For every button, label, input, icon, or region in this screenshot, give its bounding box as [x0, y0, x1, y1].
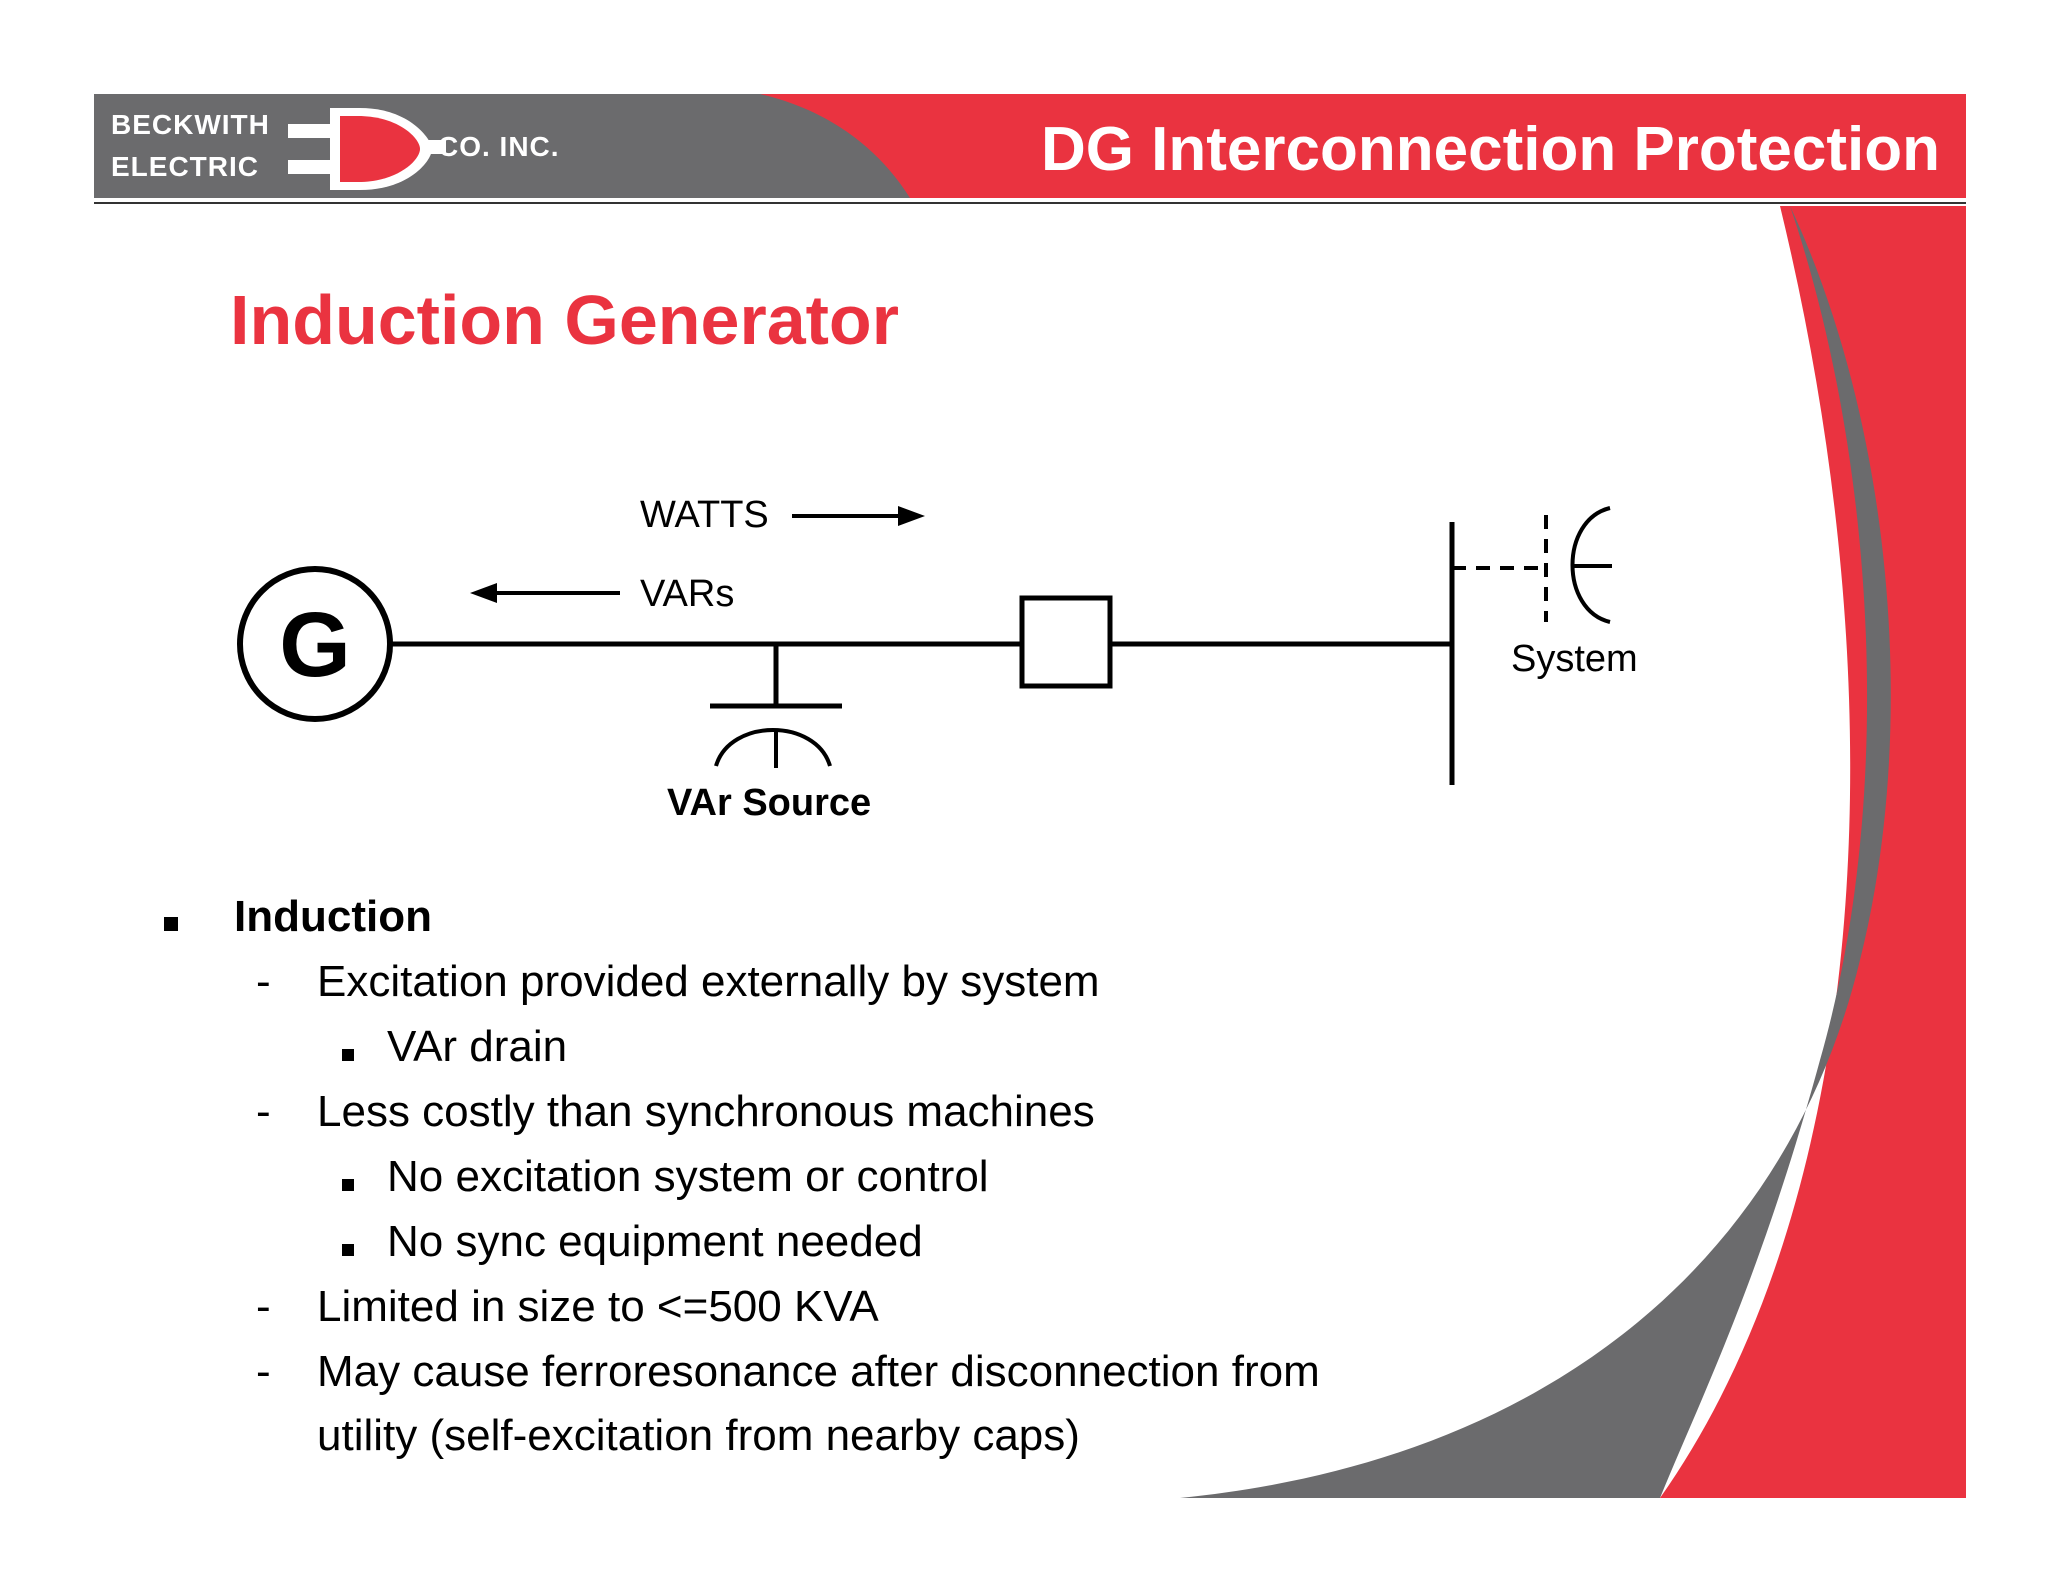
- bullet-text: Limited in size to <=500 KVA: [317, 1282, 879, 1331]
- bullet-text: May cause ferroresonance after disconnec…: [317, 1347, 1320, 1396]
- slide-title: Induction Generator: [230, 281, 899, 359]
- main-bullet-text: Induction: [234, 892, 432, 941]
- sub-bullet-text: No sync equipment needed: [387, 1217, 923, 1266]
- one-line-diagram: [237, 506, 1612, 785]
- sub-bullet-marker: [342, 1210, 354, 1274]
- sub-bullet-text: VAr drain: [387, 1022, 568, 1071]
- bullet-text: Excitation provided externally by system: [317, 957, 1100, 1006]
- bullet-marker: -: [256, 1087, 271, 1136]
- var-source-label: VAr Source: [667, 782, 872, 824]
- logo-line1: BECKWITH: [111, 109, 270, 140]
- logo-bar-top: [288, 124, 336, 138]
- bullet-marker: -: [256, 1347, 271, 1396]
- bullet-marker: -: [256, 957, 271, 1006]
- var-source-arc: [714, 728, 832, 767]
- logo-bar-right: [426, 140, 446, 154]
- vars-label: VARs: [640, 573, 735, 615]
- bullet-text: Less costly than synchronous machines: [317, 1087, 1095, 1136]
- header-title: DG Interconnection Protection: [1040, 115, 1940, 184]
- logo-bar-bottom: [288, 160, 336, 174]
- logo-d-inner: [340, 116, 420, 182]
- breaker-symbol: [1019, 595, 1113, 689]
- logo-line2: ELECTRIC: [111, 151, 259, 182]
- watts-label: WATTS: [640, 494, 769, 536]
- bullet-marker: -: [256, 1282, 271, 1331]
- header-red-swoosh: [760, 94, 1966, 198]
- vars-arrow-head: [470, 583, 497, 603]
- logo-suffix: CO. INC.: [438, 131, 560, 162]
- system-label: System: [1511, 638, 1638, 680]
- main-bullet-marker: [164, 885, 178, 949]
- sub-bullet-marker: [342, 1145, 354, 1209]
- right-red-swoosh: [1660, 206, 1966, 1498]
- bullet-text-continuation: utility (self-excitation from nearby cap…: [317, 1411, 1080, 1460]
- sub-bullet-text: No excitation system or control: [387, 1152, 989, 1201]
- generator-label: G: [279, 594, 351, 696]
- watts-arrow-head: [898, 506, 925, 526]
- sub-bullet-marker: [342, 1015, 354, 1079]
